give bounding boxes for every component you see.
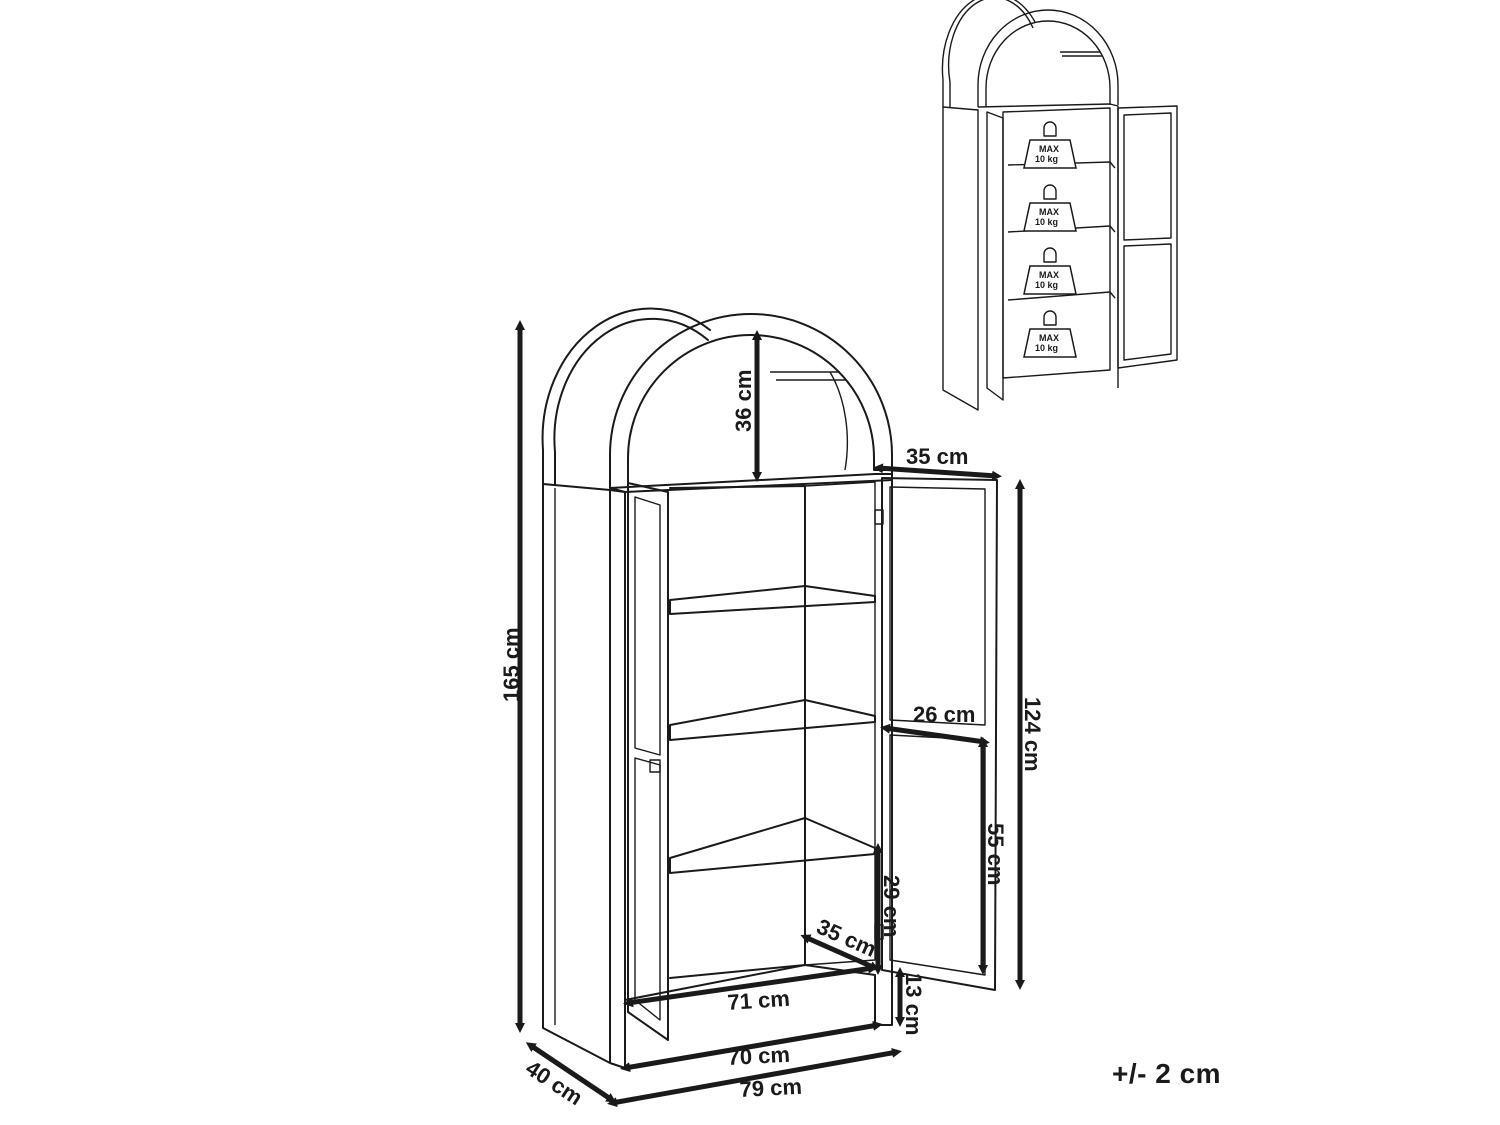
weight-value-label: 10 kg (1035, 217, 1058, 227)
label-bottom-compartment: 29 cm (879, 875, 904, 937)
cabinet-front-arch (609, 313, 893, 489)
weight-value-label: 10 kg (1035, 280, 1058, 290)
dim-line-inner-width (623, 963, 878, 1008)
label-interior-depth: 26 cm (913, 702, 975, 727)
label-door-width: 35 cm (906, 444, 968, 469)
cabinet-back-arch (541, 307, 711, 485)
label-total-height: 165 cm (499, 627, 524, 702)
main-cabinet (541, 307, 998, 1069)
dim-line-total-width (607, 1047, 902, 1108)
tolerance-note: +/- 2 cm (1112, 1058, 1222, 1089)
thumbnail-cabinet: MAX 10 kg MAX 10 kg MAX 10 kg MAX 10 kg (941, 0, 1178, 411)
weight-icon-1: MAX 10 kg (1023, 121, 1077, 169)
weight-max-label: MAX (1039, 207, 1059, 217)
weight-value-label: 10 kg (1035, 154, 1058, 164)
dim-line-bottom-depth (800, 934, 880, 971)
label-door-height: 124 cm (1020, 697, 1045, 772)
weight-max-label: MAX (1039, 144, 1059, 154)
dim-line-door-width (873, 463, 1002, 481)
weight-icon-3: MAX 10 kg (1023, 247, 1077, 295)
label-arch-height: 36 cm (731, 370, 756, 432)
dim-line-total-depth (525, 1042, 617, 1103)
label-leg-height: 13 cm (901, 973, 926, 1035)
dim-line-interior-depth (880, 723, 990, 747)
label-base-width: 70 cm (727, 1042, 791, 1070)
weight-max-label: MAX (1039, 333, 1059, 343)
weight-icon-4: MAX 10 kg (1023, 310, 1077, 358)
shelf-3 (669, 817, 876, 874)
weight-max-label: MAX (1039, 270, 1059, 280)
label-total-width: 79 cm (739, 1074, 803, 1102)
weight-icon-2: MAX 10 kg (1023, 184, 1077, 232)
label-glass-height: 55 cm (983, 823, 1008, 885)
shelf-2 (669, 699, 876, 741)
weight-value-label: 10 kg (1035, 343, 1058, 353)
shelf-1 (669, 585, 876, 615)
label-inner-width: 71 cm (727, 986, 791, 1015)
cabinet-left-side (542, 483, 611, 1064)
dimension-lines (515, 320, 1025, 1108)
